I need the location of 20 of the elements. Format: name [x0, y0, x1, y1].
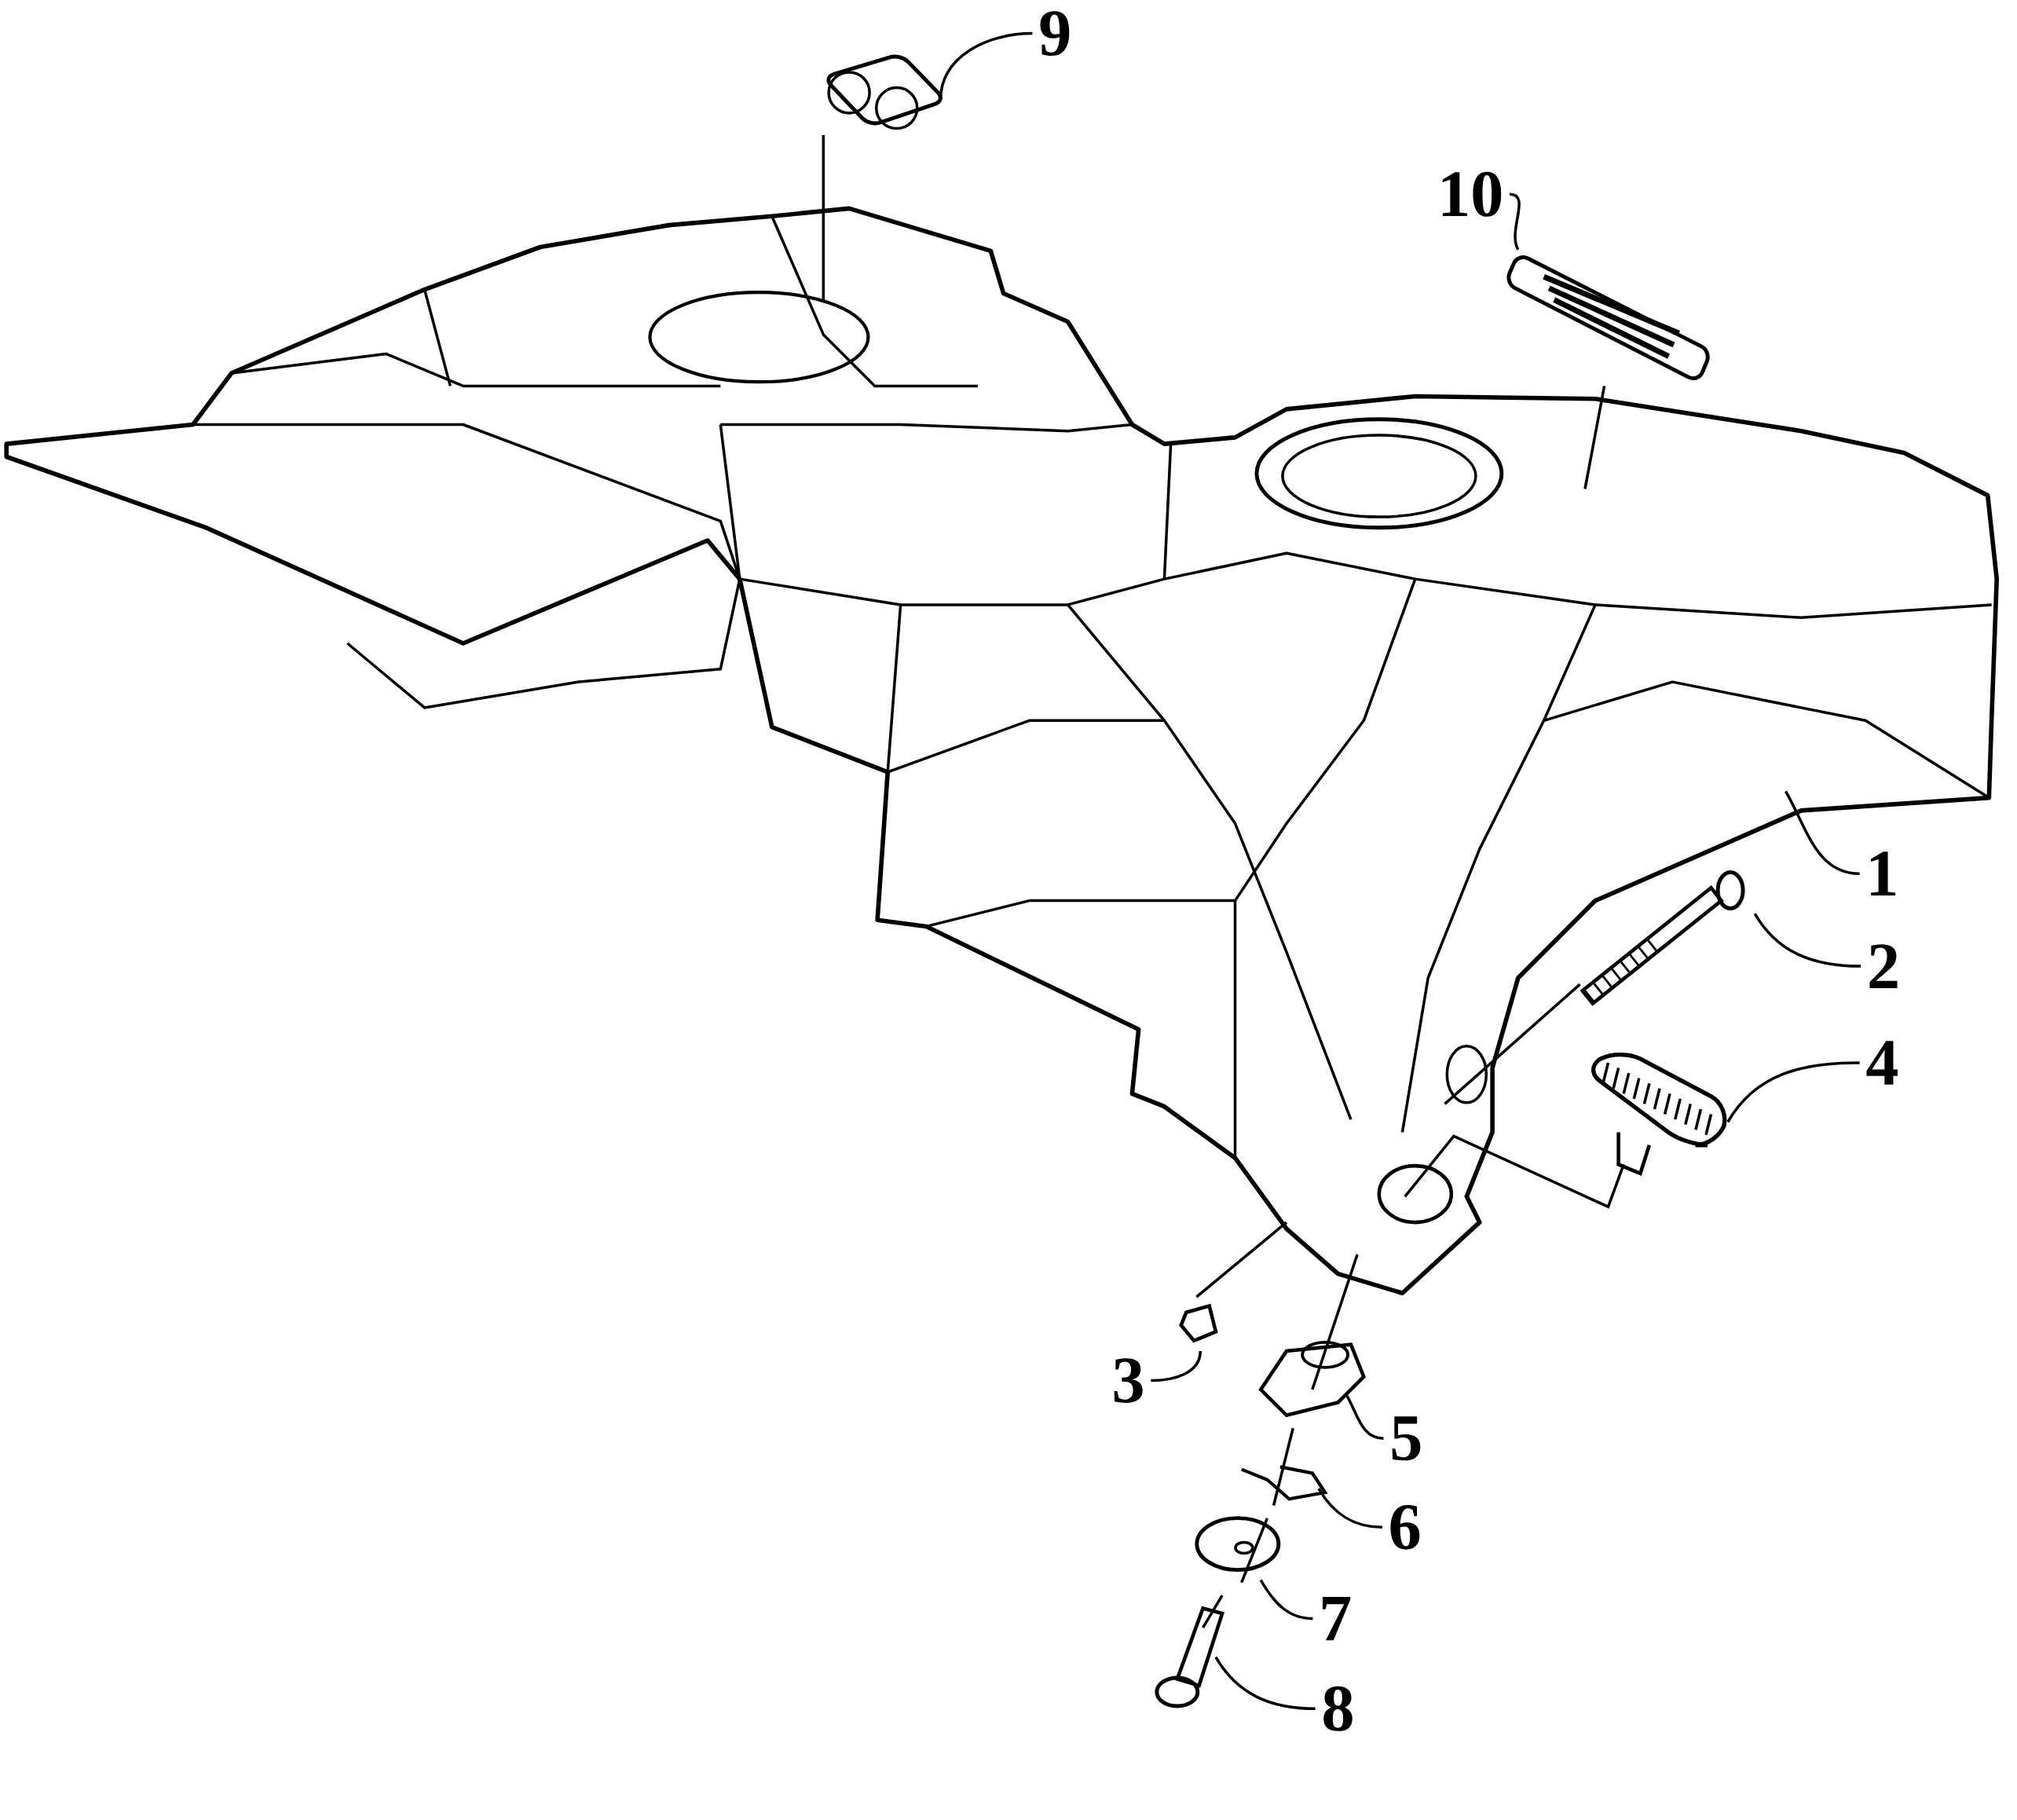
leader-line: [1726, 1061, 1860, 1123]
callout-number: 3: [1114, 1358, 1143, 1403]
leader-line: [939, 31, 1033, 101]
callout-number: 10: [1442, 171, 1502, 217]
leader-line: [1214, 1656, 1316, 1711]
callout-number: 8: [1323, 1686, 1353, 1731]
callout-number: 2: [1869, 944, 1898, 989]
leader-line: [1509, 192, 1521, 251]
leader-line: [1151, 1350, 1203, 1382]
leader-line: [1753, 913, 1861, 968]
callout-number: 1: [1871, 851, 1896, 896]
leader-line: [1784, 790, 1860, 875]
leader-line: [1317, 1488, 1382, 1529]
leader-line: [1259, 1579, 1313, 1620]
callout-number: 4: [1866, 1041, 1898, 1085]
callout-number: 6: [1390, 1504, 1420, 1550]
callout-number: 9: [1040, 11, 1070, 56]
callout-number: 5: [1392, 1416, 1421, 1461]
callout-number: 7: [1322, 1597, 1351, 1641]
leader-line: [1345, 1395, 1384, 1441]
